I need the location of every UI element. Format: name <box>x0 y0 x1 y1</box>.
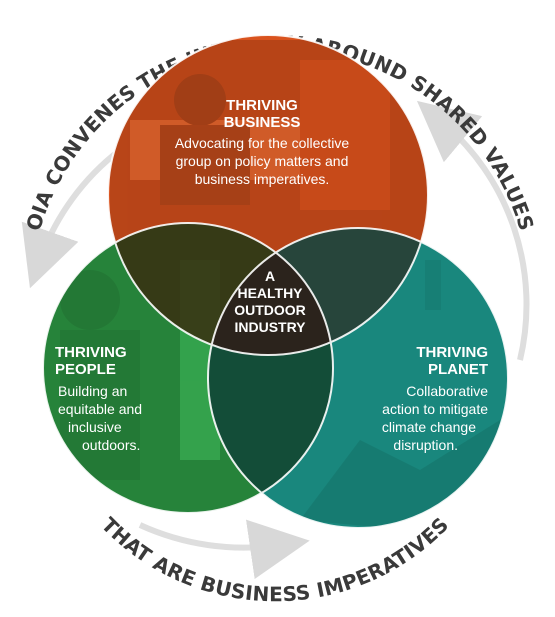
center-label: A HEALTHY OUTDOOR INDUSTRY <box>234 268 306 335</box>
planet-body-line4: disruption. <box>393 437 458 453</box>
planet-title-line1: THRIVING <box>416 344 488 361</box>
business-body-line1: Advocating for the collective <box>175 135 350 151</box>
business-title-line2: BUSINESS <box>224 114 301 131</box>
center-line2: HEALTHY <box>237 285 303 301</box>
business-title-line1: THRIVING <box>226 97 298 114</box>
people-body-line2: equitable and <box>58 401 142 417</box>
people-label: THRIVING PEOPLE Building an equitable an… <box>55 344 142 453</box>
center-line4: INDUSTRY <box>234 319 306 335</box>
planet-body-line3: climate change <box>382 419 476 435</box>
planet-title-line2: PLANET <box>428 361 488 378</box>
cycle-arrow-right <box>416 100 530 361</box>
center-line3: OUTDOOR <box>234 302 306 318</box>
planet-body-line2: action to mitigate <box>382 401 488 417</box>
people-body-line3: inclusive <box>68 419 122 435</box>
center-line1: A <box>265 268 275 284</box>
business-body-line2: group on policy matters and <box>176 153 349 169</box>
planet-body-line1: Collaborative <box>406 383 488 399</box>
cycle-arrow-bottom <box>138 519 310 580</box>
outer-cycle-arrows <box>21 100 530 580</box>
overlap-center <box>208 228 333 355</box>
people-title-line2: PEOPLE <box>55 361 116 378</box>
planet-label: THRIVING PLANET Collaborative action to … <box>382 344 488 453</box>
people-body-line1: Building an <box>58 383 127 399</box>
business-label: THRIVING BUSINESS Advocating for the col… <box>175 97 350 187</box>
people-body-line4: outdoors. <box>82 437 140 453</box>
people-title-line1: THRIVING <box>55 344 127 361</box>
business-body-line3: business imperatives. <box>195 171 330 187</box>
cycle-arrow-left <box>21 147 122 289</box>
circle-outlines <box>42 34 509 529</box>
